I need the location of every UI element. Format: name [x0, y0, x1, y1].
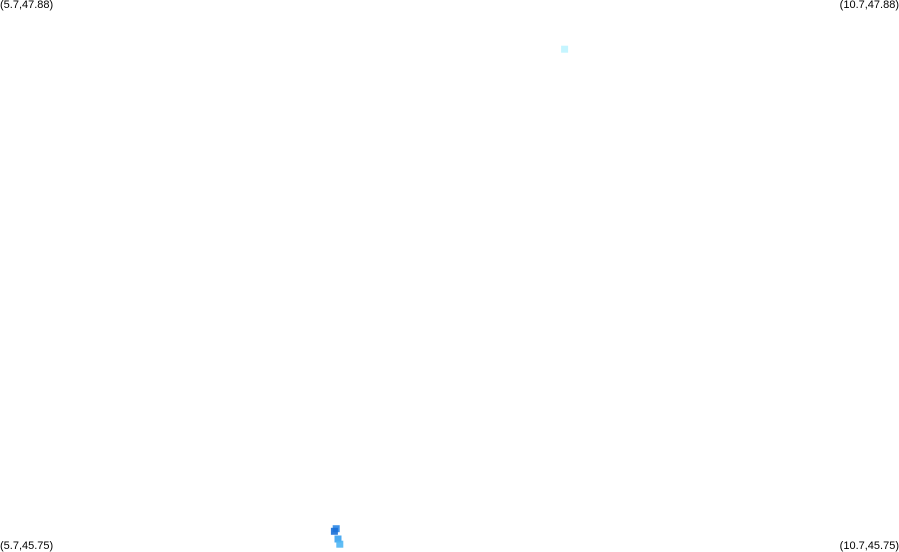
- marker-layer: [330, 45, 569, 548]
- map-marker-3[interactable]: [330, 527, 338, 535]
- map-marker-4[interactable]: [334, 535, 342, 543]
- corner-label-bottom-left: (5.7,45.75): [0, 540, 54, 552]
- corner-label-bottom-right: (10.7,45.75): [839, 540, 899, 552]
- map-marker-5[interactable]: [336, 540, 344, 548]
- map-marker-1[interactable]: [561, 45, 569, 53]
- corner-label-top-left: (5.7,47.88): [0, 0, 54, 11]
- corner-label-top-right: (10.7,47.88): [839, 0, 899, 11]
